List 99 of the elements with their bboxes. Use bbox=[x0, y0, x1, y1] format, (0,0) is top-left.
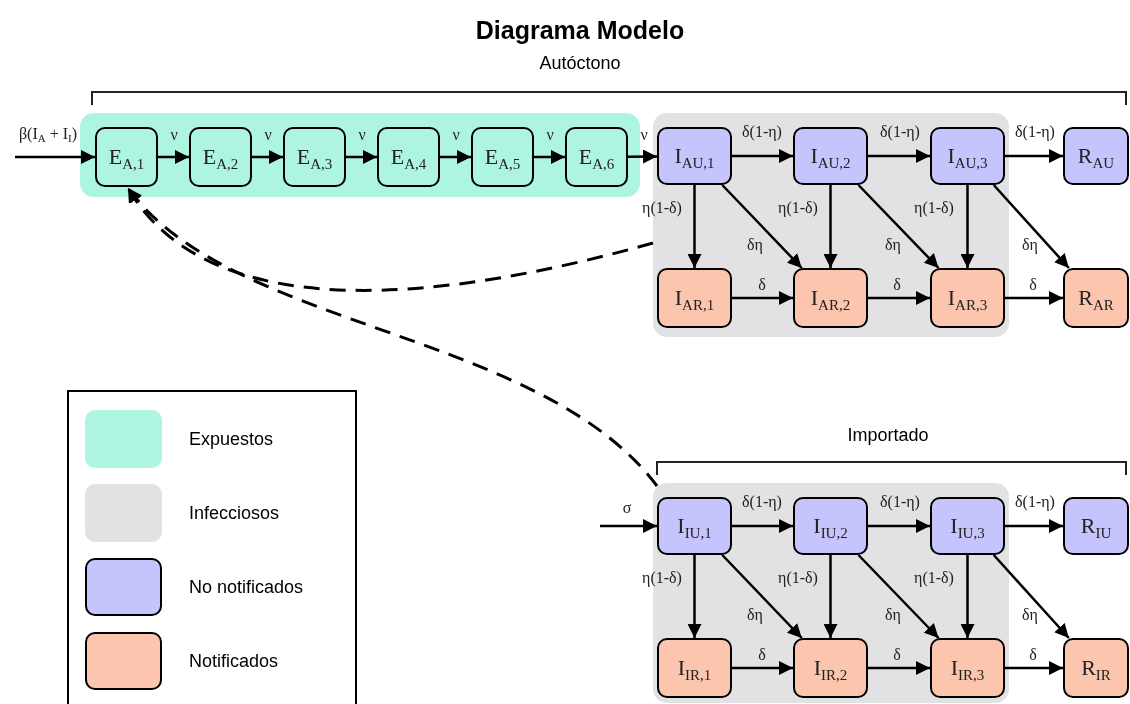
edge-label: δ(1-η) bbox=[1015, 493, 1055, 510]
edge-label: η(1-δ) bbox=[778, 569, 818, 586]
legend-label: No notificados bbox=[189, 575, 304, 599]
compartment-box bbox=[793, 127, 868, 185]
compartment-box bbox=[1063, 127, 1129, 185]
edge-label: δ(1-η) bbox=[742, 123, 782, 140]
edge-label: δ(1-η) bbox=[1015, 123, 1055, 140]
group-label: Importado bbox=[846, 424, 930, 447]
compartment-box bbox=[657, 127, 732, 185]
compartment-label: R$_{AR}$ bbox=[1078, 287, 1114, 309]
legend-label: Expuestos bbox=[189, 427, 274, 451]
arrow bbox=[440, 150, 471, 164]
edge-label: δη bbox=[1022, 236, 1038, 253]
arrow bbox=[868, 661, 930, 675]
arrow bbox=[721, 554, 803, 639]
edge-label: δ bbox=[893, 646, 901, 663]
arrow bbox=[868, 291, 930, 305]
edge-label: ν bbox=[358, 126, 366, 143]
arrow bbox=[992, 554, 1070, 639]
arrow bbox=[992, 184, 1070, 269]
compartment-box bbox=[1063, 497, 1129, 555]
compartment-box bbox=[793, 638, 868, 698]
edge-label: δ bbox=[758, 276, 766, 293]
compartment-box bbox=[657, 268, 732, 328]
compartment-box bbox=[565, 127, 628, 187]
edge-label: δ(1-η) bbox=[880, 493, 920, 510]
arrow bbox=[1005, 661, 1063, 675]
compartment-box bbox=[930, 268, 1005, 328]
arrow bbox=[1005, 291, 1063, 305]
arrow bbox=[1005, 149, 1063, 163]
compartment-box bbox=[377, 127, 440, 187]
arrow bbox=[732, 519, 793, 533]
edge-label: δ bbox=[893, 276, 901, 293]
edge-label: β(I$_{A}$ + I$_{I}$) bbox=[18, 125, 78, 142]
arrow bbox=[823, 555, 838, 638]
arrow bbox=[346, 150, 377, 164]
edge-label: δ bbox=[1029, 646, 1037, 663]
arrow bbox=[868, 149, 930, 163]
edge-label: η(1-δ) bbox=[914, 569, 954, 586]
edge-label: δη bbox=[1022, 606, 1038, 623]
arrow bbox=[1005, 519, 1063, 533]
compartment-box bbox=[189, 127, 252, 187]
edge-label: η(1-δ) bbox=[642, 199, 682, 216]
edge-label: δη bbox=[747, 236, 763, 253]
edge-label: ν bbox=[452, 126, 460, 143]
arrow bbox=[960, 185, 975, 268]
arrow bbox=[732, 661, 793, 675]
dashed-arrow bbox=[126, 187, 659, 487]
arrow bbox=[534, 150, 565, 164]
arrow bbox=[857, 184, 940, 269]
diagram-title: Diagrama Modelo bbox=[474, 15, 686, 46]
edge-label: ν bbox=[640, 126, 648, 143]
group-band bbox=[80, 113, 640, 197]
arrow bbox=[960, 555, 975, 638]
edge-label: ν bbox=[264, 126, 272, 143]
edge-label: δ bbox=[1029, 276, 1037, 293]
compartment-box bbox=[471, 127, 534, 187]
compartment-box bbox=[930, 497, 1005, 555]
arrow bbox=[823, 185, 838, 268]
edge-label: δ(1-η) bbox=[742, 493, 782, 510]
compartment-label: R$_{IR}$ bbox=[1081, 657, 1111, 679]
compartment-box bbox=[95, 127, 158, 187]
compartment-box bbox=[930, 638, 1005, 698]
arrow bbox=[721, 184, 803, 269]
compartment-box bbox=[793, 268, 868, 328]
compartment-box bbox=[657, 638, 732, 698]
edge-label: δη bbox=[885, 236, 901, 253]
compartment-label: R$_{AU}$ bbox=[1077, 145, 1115, 167]
compartment-box bbox=[1063, 638, 1129, 698]
arrow bbox=[252, 150, 283, 164]
edge-label: δη bbox=[885, 606, 901, 623]
edge-label: ν bbox=[546, 126, 554, 143]
edge-label: η(1-δ) bbox=[642, 569, 682, 586]
edge-label: σ bbox=[622, 499, 632, 516]
group-label: Autóctono bbox=[538, 52, 622, 75]
edge-label: η(1-δ) bbox=[778, 199, 818, 216]
edge-label: ν bbox=[170, 126, 178, 143]
edge-label: δ(1-η) bbox=[880, 123, 920, 140]
legend-label: Infecciosos bbox=[189, 501, 280, 525]
compartment-box bbox=[930, 127, 1005, 185]
arrow bbox=[732, 149, 793, 163]
edge-label: δη bbox=[747, 606, 763, 623]
arrow bbox=[687, 555, 702, 638]
compartment-label: R$_{IU}$ bbox=[1080, 515, 1112, 537]
arrow bbox=[687, 185, 702, 268]
edge-label: η(1-δ) bbox=[914, 199, 954, 216]
arrow bbox=[857, 554, 940, 639]
compartment-box bbox=[657, 497, 732, 555]
arrow bbox=[600, 519, 657, 533]
compartment-box bbox=[283, 127, 346, 187]
arrow bbox=[732, 291, 793, 305]
arrow bbox=[868, 519, 930, 533]
edge-label: δ bbox=[758, 646, 766, 663]
arrow bbox=[15, 150, 95, 164]
compartment-box bbox=[793, 497, 868, 555]
legend-label: Notificados bbox=[189, 649, 279, 673]
compartment-box bbox=[1063, 268, 1129, 328]
arrow bbox=[628, 149, 657, 164]
arrow bbox=[158, 150, 189, 164]
